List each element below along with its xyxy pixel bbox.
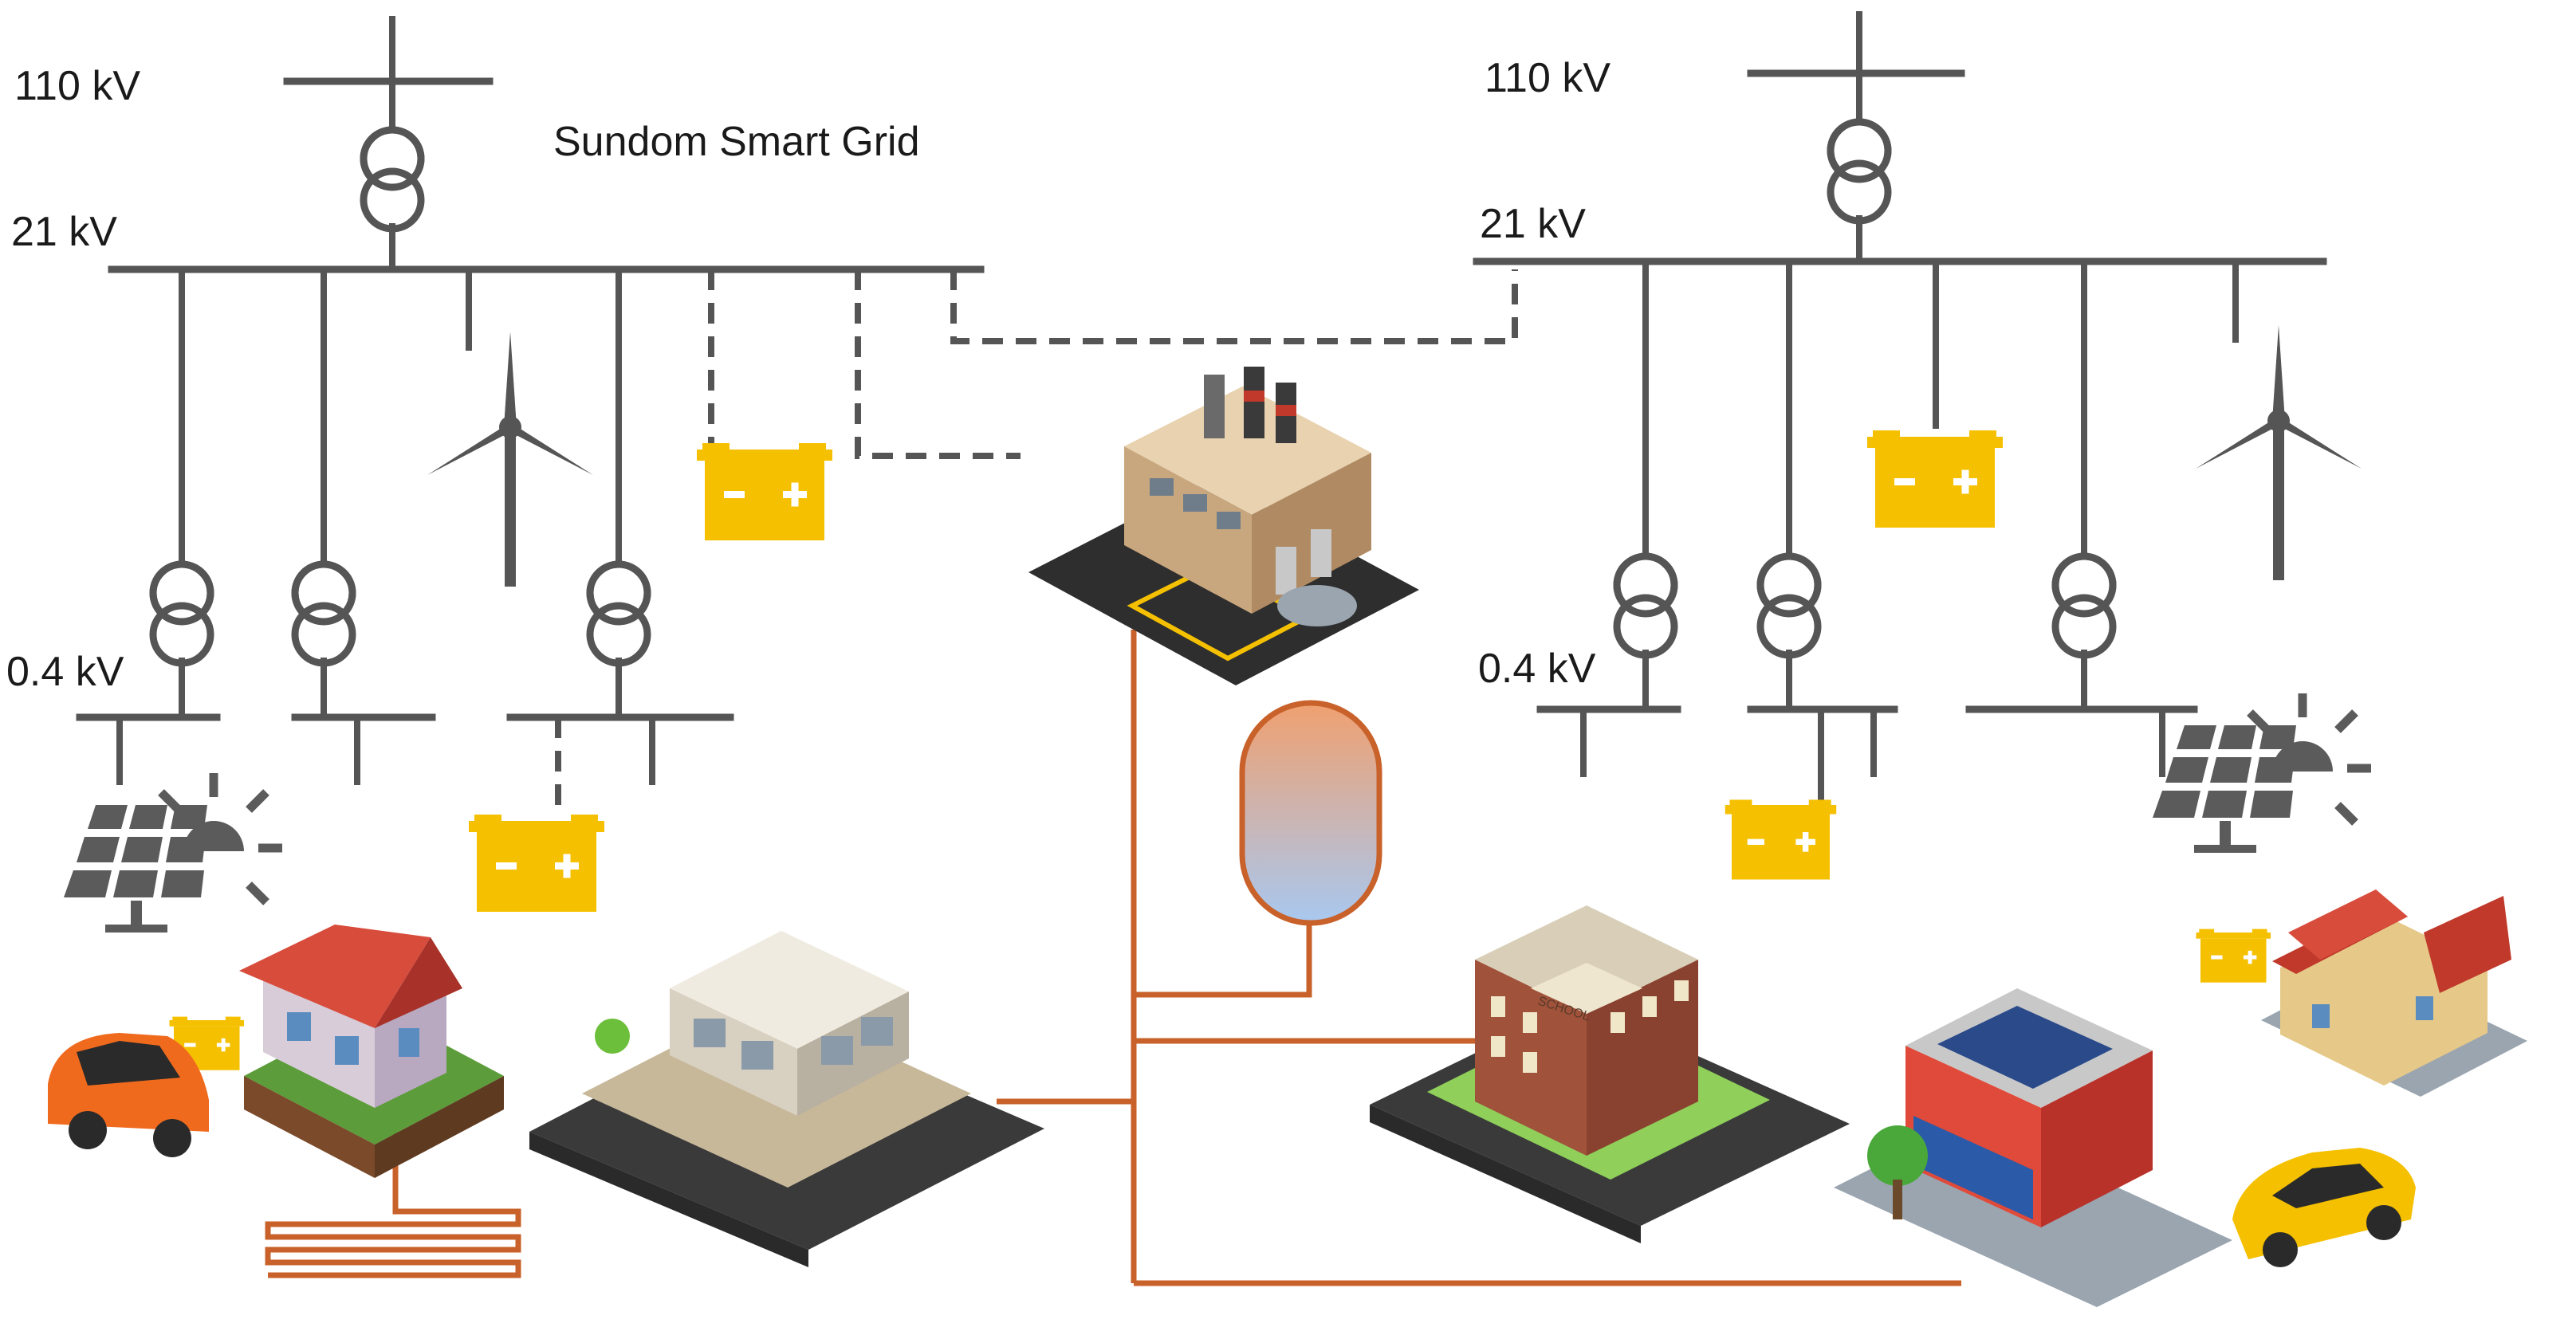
right-lv-battery-icon	[1725, 799, 1837, 880]
right-feeder1-transformer-icon	[1617, 556, 1674, 655]
right-feeder2-transformer-icon	[1760, 556, 1818, 655]
detached-house	[239, 925, 504, 1178]
interconnection-link	[950, 269, 1518, 344]
right-mv-battery-icon	[1867, 430, 2003, 528]
left-wind-turbine-icon	[427, 332, 593, 587]
right-home-battery-icon	[2196, 929, 2271, 983]
ground-heat-loop	[265, 1132, 521, 1278]
left-04kv-label: 0.4 kV	[6, 649, 124, 695]
left-feeder2-transformer-icon	[295, 564, 352, 663]
right-house	[2261, 889, 2527, 1097]
left-21kv-label: 21 kV	[11, 209, 117, 255]
right-21kv-label: 21 kV	[1480, 201, 1586, 247]
right-110kv-label: 110 kV	[1485, 55, 1610, 101]
right-network: 110 kV 21 kV 0.4 kV	[1473, 11, 2371, 983]
right-solar-panel-icon	[2153, 693, 2371, 853]
left-solar-panel-icon	[64, 773, 282, 933]
left-network: 110 kV 21 kV 0.4 kV	[6, 16, 1518, 1070]
electric-car-orange	[48, 1033, 209, 1157]
modern-villa	[529, 931, 1044, 1267]
left-main-transformer-icon	[364, 130, 421, 229]
left-lv-battery-icon	[469, 815, 604, 912]
left-feeder1-transformer-icon	[153, 564, 210, 663]
district-heating-network	[265, 630, 1961, 1286]
left-mv-battery-icon	[697, 443, 832, 540]
diagram-title: Sundom Smart Grid	[553, 119, 920, 165]
school-building: SCHOOL	[1370, 905, 1850, 1243]
heat-storage-tank	[1239, 700, 1382, 926]
right-feeder3-transformer-icon	[2055, 556, 2113, 655]
right-04kv-label: 0.4 kV	[1478, 646, 1596, 692]
electric-car-yellow	[2232, 1148, 2416, 1267]
chp-power-plant	[1028, 367, 1419, 685]
right-main-transformer-icon	[1831, 122, 1888, 221]
left-feeder3-transformer-icon	[590, 564, 647, 663]
shop-building	[1834, 988, 2232, 1307]
right-wind-turbine-icon	[2196, 325, 2362, 580]
left-110kv-label: 110 kV	[14, 63, 140, 109]
